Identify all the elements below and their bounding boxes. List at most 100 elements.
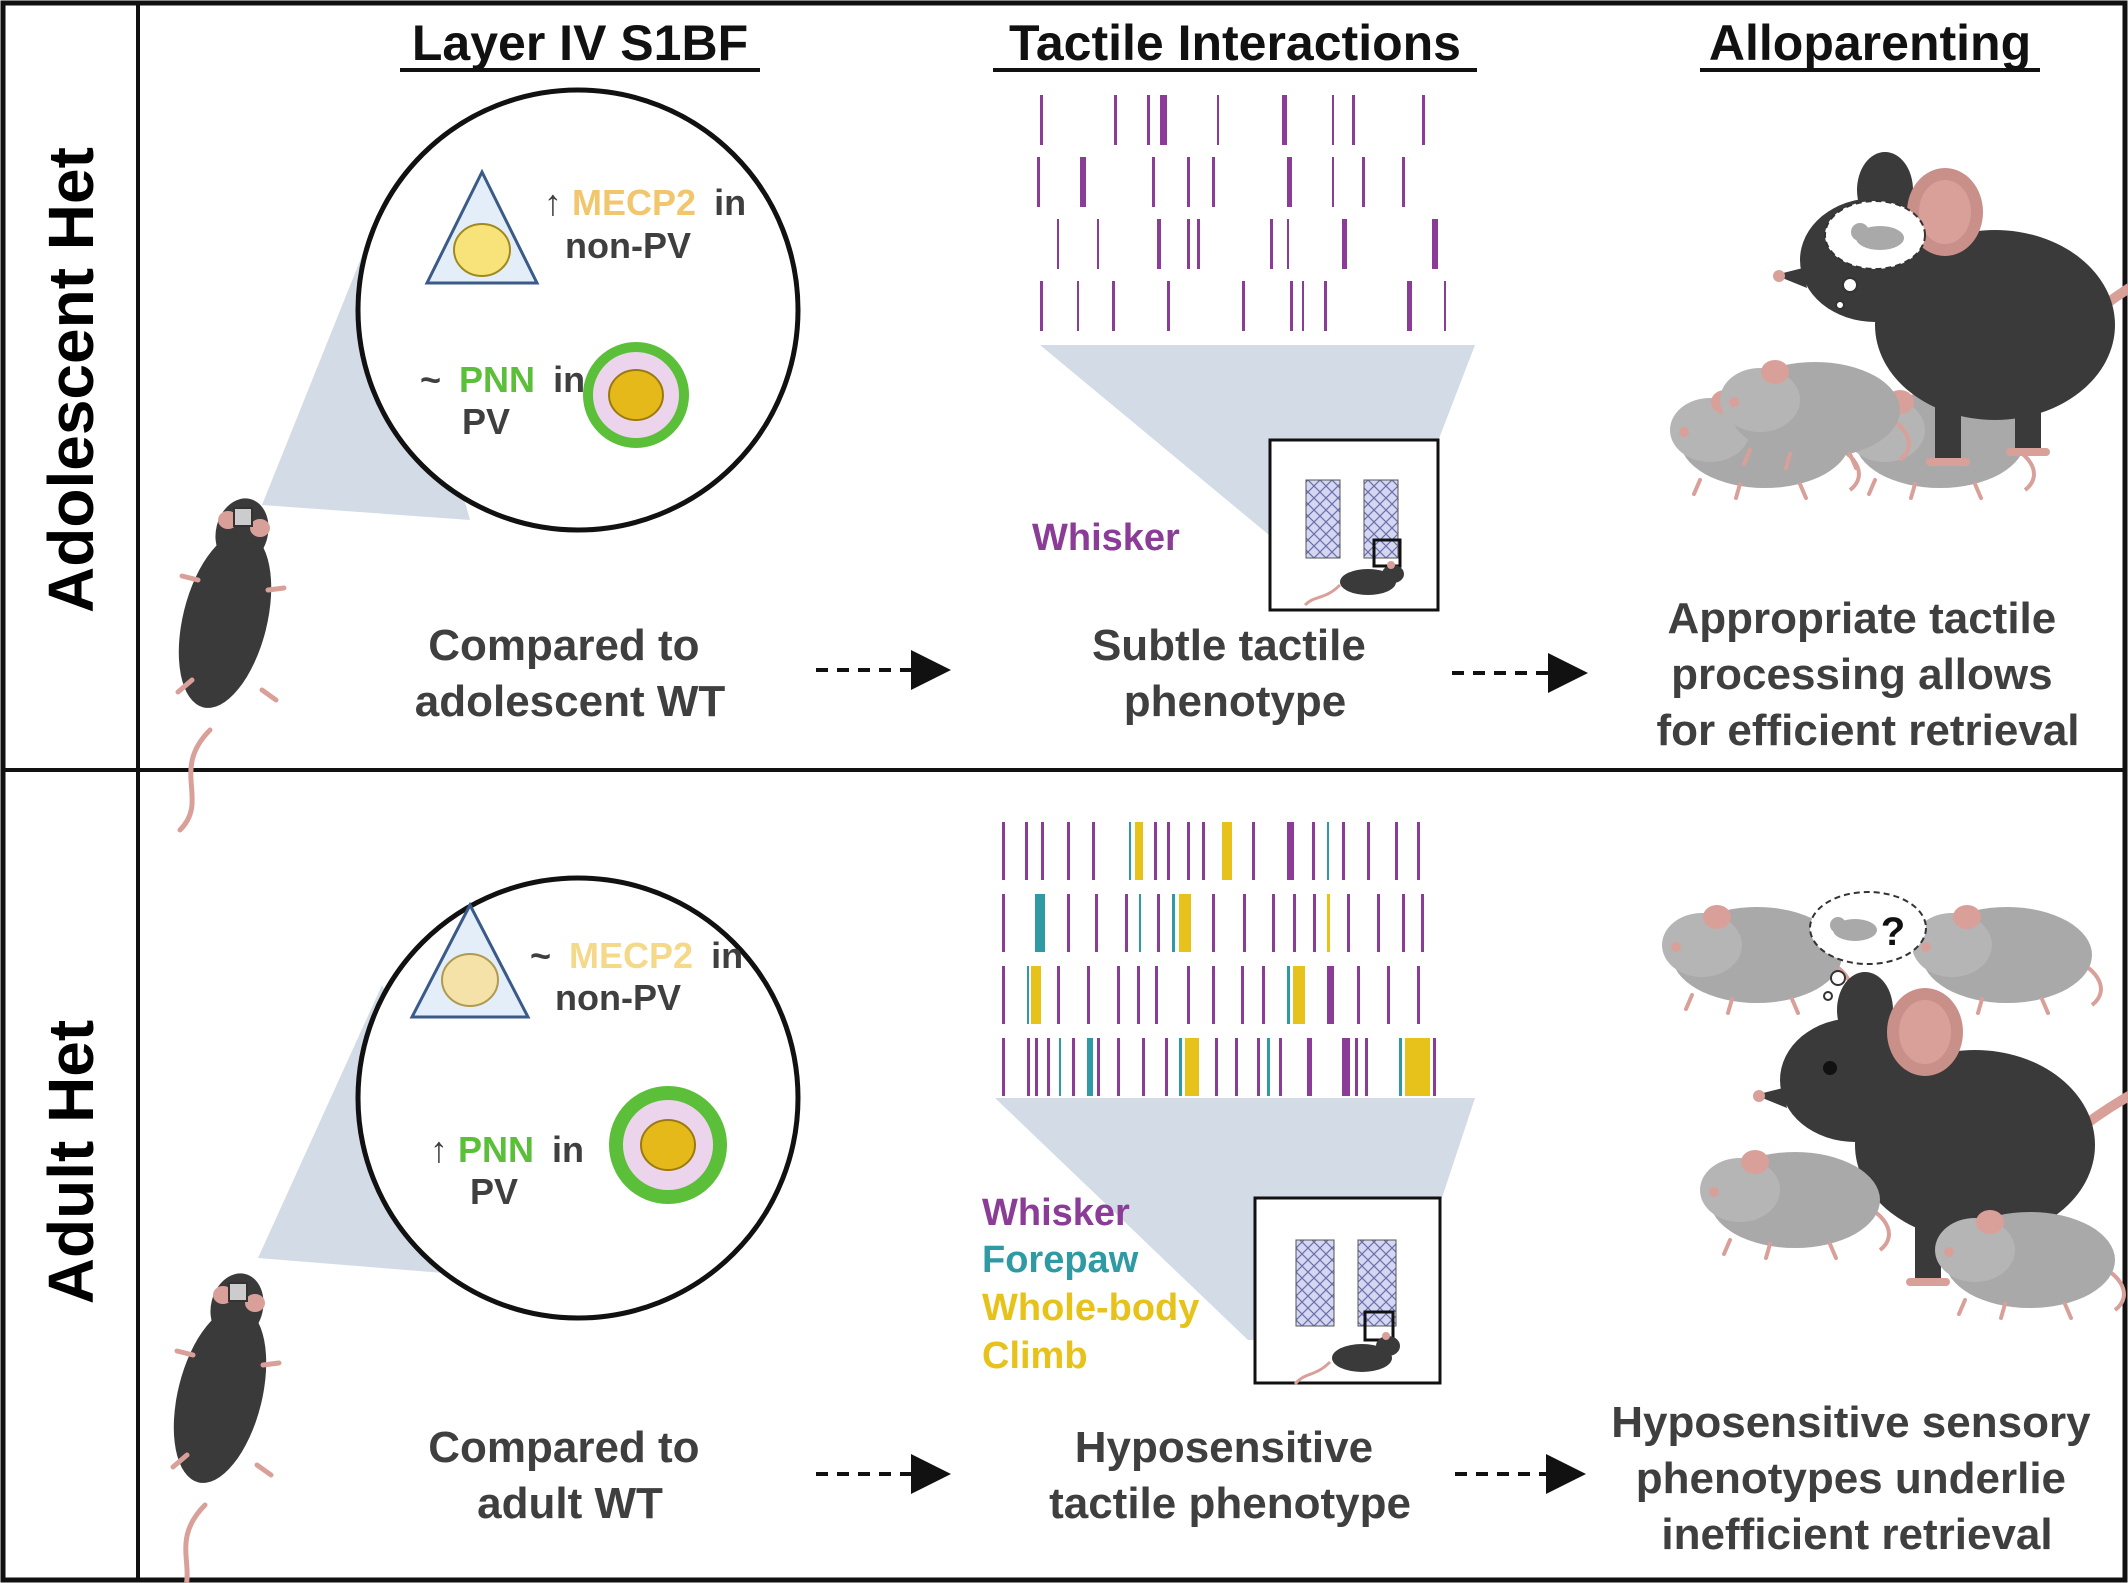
raster-event-bar (1057, 966, 1060, 1024)
raster-event-bar (1202, 822, 1205, 880)
raster-event-bar (1327, 822, 1329, 880)
raster-event-bar (1179, 894, 1191, 952)
raster-event-bar (1287, 966, 1290, 1024)
raster-event-bar (1257, 1038, 1260, 1096)
raster-event-bar (1313, 894, 1316, 952)
column-headers: Layer IV S1BF Tactile Interactions Allop… (400, 15, 2040, 72)
raster-event-bar (1212, 966, 1215, 1024)
raster-event-bar (1114, 95, 1117, 145)
raster-event-bar (1172, 894, 1175, 952)
thought-question-mark: ? (1881, 910, 1905, 954)
raster-event-bar (1215, 1038, 1218, 1096)
caption-right-line2: phenotypes underlie (1636, 1454, 2066, 1503)
raster-event-bar (1421, 894, 1424, 952)
raster-event-bar (1112, 281, 1115, 331)
caption-right-line1: Hyposensitive sensory (1611, 1398, 2091, 1447)
svg-text:Compared to adult WT: Compared to adult WT (428, 1423, 712, 1528)
caption-right-line2: processing allows (1671, 650, 2052, 699)
raster-event-bar (1332, 95, 1334, 145)
raster-event-bar (1365, 1038, 1368, 1096)
header-tactile: Tactile Interactions (1009, 15, 1461, 71)
raster-event-bar (1040, 281, 1043, 331)
svg-text:~ MECP2 in: ~ MECP2 in (530, 935, 743, 976)
raster-event-bar (1212, 894, 1215, 952)
raster-event-bar (1027, 1038, 1030, 1096)
hatched-zone (1295, 1239, 1335, 1327)
raster-event-bar (1355, 1038, 1358, 1096)
raster-event-bar (1125, 894, 1128, 952)
mecp2-suffix: in (711, 935, 743, 976)
raster-event-bar (1160, 95, 1167, 145)
raster-event-bar (1002, 1038, 1005, 1096)
raster-event-bar (1031, 966, 1041, 1024)
mecp2-prefix: ↑ (544, 182, 562, 223)
raster-event-bar (1417, 822, 1420, 880)
raster-event-bar (1342, 1038, 1350, 1096)
raster-event-bar (1027, 966, 1029, 1024)
row-adult: ~ MECP2 in non-PV ↑ PNN in PV Whisker Fo… (157, 822, 2128, 1583)
mecp2-marker: MECP2 (572, 182, 696, 223)
thought-bubble-icon (1809, 891, 1927, 1001)
caption-mid-line1: Hyposensitive (1075, 1423, 1373, 1472)
raster-event-bar (1197, 219, 1200, 269)
caption-left-line2: adult WT (477, 1479, 663, 1528)
alloparenting-scene: ? (1660, 891, 2128, 1320)
raster-event-bar (1067, 822, 1070, 880)
raster-event-bar (1327, 966, 1334, 1024)
raster-event-bar (1142, 1038, 1145, 1096)
raster-event-bar (1097, 219, 1099, 269)
raster-event-bar (1402, 894, 1405, 952)
raster-event-bar (1137, 966, 1140, 1024)
nucleus-icon (441, 953, 499, 1007)
caption-right-line1: Appropriate tactile (1668, 594, 2057, 643)
caption-mid-line2: tactile phenotype (1049, 1479, 1411, 1528)
raster-event-bar (1307, 1038, 1312, 1096)
raster-event-bar (1422, 95, 1425, 145)
raster-event-bar (1041, 822, 1044, 880)
caption-mid-line1: Subtle tactile (1092, 621, 1366, 670)
raster-event-bar (1302, 281, 1304, 331)
raster-event-bar (1025, 822, 1028, 880)
mouse-top-view (162, 493, 287, 830)
svg-text:Compared to adolescent W: Compared to adolescent WT (415, 621, 726, 726)
raster-event-bar (1129, 822, 1131, 880)
pnn-suffix: in (552, 1129, 584, 1170)
raster-event-bar (1432, 219, 1438, 269)
mecp2-line2: non-PV (555, 977, 681, 1018)
raster-event-bar (1282, 95, 1287, 145)
raster-event-bar (1035, 894, 1045, 952)
raster-event-bar (1444, 281, 1446, 331)
nucleus-icon (453, 223, 511, 277)
raster-event-bar (1399, 1038, 1402, 1096)
mecp2-line2: non-PV (565, 225, 691, 266)
raster-event-bar (1272, 894, 1275, 952)
raster-event-bar (1417, 966, 1420, 1024)
raster-event-bar (1235, 1038, 1238, 1096)
raster-event-bar (1324, 281, 1327, 331)
raster-event-bar (1117, 1038, 1120, 1096)
mecp2-prefix: ~ (530, 935, 551, 976)
pnn-marker: PNN (458, 1129, 534, 1170)
raster-event-bar (1139, 894, 1141, 952)
alloparenting-scene (1668, 152, 2128, 500)
raster-event-bar (1154, 822, 1157, 880)
row-adolescent: ↑ MECP2 in non-PV ~ PNN in PV Whisker (162, 87, 2128, 830)
nucleus-icon (640, 1119, 696, 1171)
raster-event-bar (1157, 894, 1160, 952)
raster-event-bar (1327, 894, 1330, 952)
raster-event-bar (1377, 894, 1380, 952)
mouse-top-view (157, 1268, 282, 1583)
legend-climb: Climb (982, 1335, 1088, 1377)
raster-event-bar (1187, 966, 1190, 1024)
row-label-adult: Adult Het (35, 1020, 107, 1304)
raster-event-bar (1135, 822, 1143, 880)
legend-whisker: Whisker (982, 1192, 1130, 1234)
raster-event-bar (1217, 95, 1219, 145)
svg-text:Appropriate tactile proc: Appropriate tactile processing allows fo… (1656, 594, 2079, 755)
raster-event-bar (1402, 157, 1405, 207)
raster-event-bar (1293, 894, 1296, 952)
raster-event-bar (1040, 95, 1043, 145)
raster-event-bar (1187, 157, 1190, 207)
